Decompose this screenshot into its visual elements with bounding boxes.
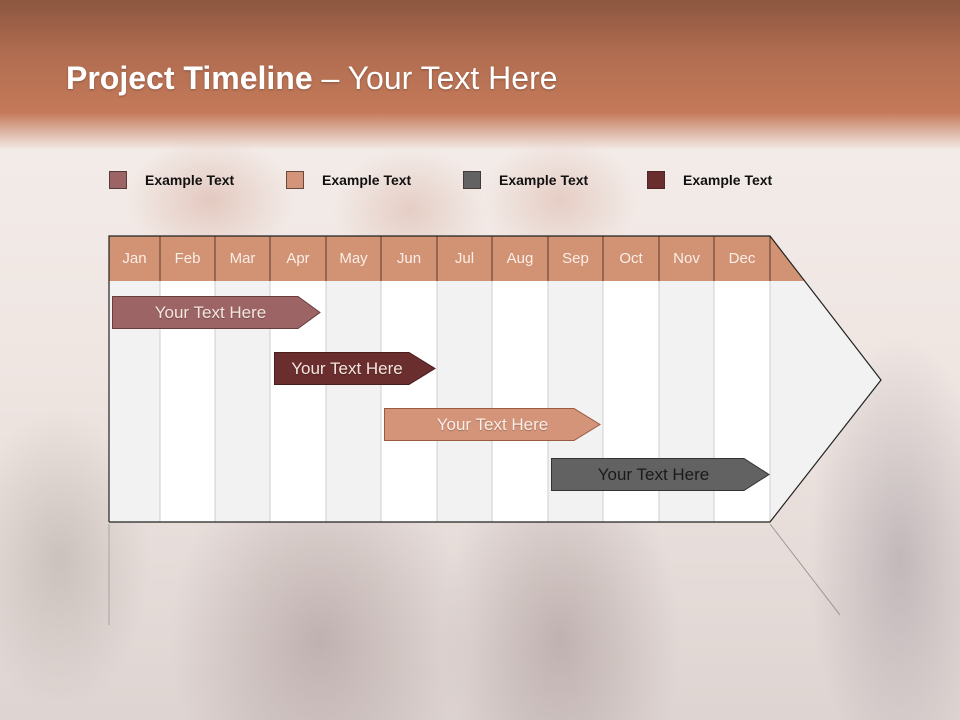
- task-bar-2[interactable]: Your Text Here: [274, 352, 436, 385]
- header-band: [0, 0, 960, 150]
- legend-swatch-4: [647, 171, 665, 189]
- month-dec: Dec: [728, 250, 756, 267]
- pentagon-arrow-shape: [112, 296, 321, 329]
- legend-item-1: Example Text: [109, 170, 234, 190]
- month-jul: Jul: [454, 250, 475, 267]
- title-rest: – Your Text Here: [312, 60, 558, 96]
- legend-item-3: Example Text: [463, 170, 588, 190]
- month-nov: Nov: [673, 250, 700, 267]
- task-bar-label-3: Your Text Here: [436, 414, 549, 434]
- month-apr: Apr: [286, 250, 310, 267]
- pentagon-arrow-shape: [551, 458, 770, 491]
- task-bar-label-1: Your Text Here: [154, 302, 267, 322]
- task-bar-3[interactable]: Your Text Here: [384, 408, 601, 441]
- title-bold: Project Timeline: [66, 60, 313, 96]
- month-aug: Aug: [506, 250, 534, 267]
- legend-swatch-3: [463, 171, 481, 189]
- legend-label-1: Example Text: [145, 172, 235, 188]
- pentagon-arrow-shape: [384, 408, 601, 441]
- legend-swatch-2: [286, 171, 304, 189]
- task-bar-label-2: Your Text Here: [291, 358, 403, 378]
- legend-label-2: Example Text: [322, 172, 412, 188]
- month-may: May: [339, 250, 368, 267]
- legend-swatch-1: [109, 171, 127, 189]
- pentagon-arrow-shape: [274, 352, 436, 385]
- task-bar-label-4: Your Text Here: [597, 464, 710, 484]
- task-bar-1[interactable]: Your Text Here: [112, 296, 321, 329]
- slide-title: Project Timeline – Your Text Here: [66, 60, 558, 97]
- legend-item-2: Example Text: [286, 170, 411, 190]
- month-oct: Oct: [619, 250, 643, 267]
- month-feb: Feb: [174, 250, 201, 267]
- month-jun: Jun: [396, 250, 422, 267]
- legend-label-4: Example Text: [683, 172, 773, 188]
- month-mar: Mar: [229, 250, 256, 267]
- month-sep: Sep: [562, 250, 589, 267]
- legend-item-4: Example Text: [647, 170, 772, 190]
- task-bar-4[interactable]: Your Text Here: [551, 458, 770, 491]
- legend-label-3: Example Text: [499, 172, 589, 188]
- month-jan: Jan: [122, 250, 147, 267]
